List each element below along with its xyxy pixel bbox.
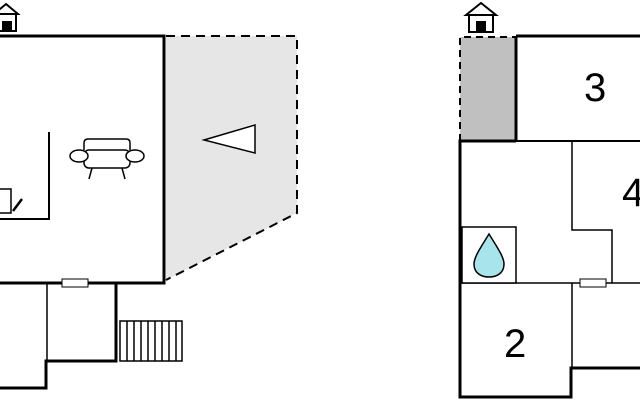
left-floor (0, 2, 298, 390)
stairs-icon (119, 320, 183, 362)
house-entrance-icon (0, 2, 21, 32)
sofa-icon (69, 138, 145, 180)
right-floor: 3 4 2 (458, 1, 640, 399)
terrace-area (166, 36, 297, 280)
shaft-area (460, 37, 516, 141)
terrace-direction-arrow-icon (201, 123, 256, 154)
window-icon (61, 278, 89, 288)
water-drop-icon (473, 232, 505, 278)
window-icon (579, 278, 607, 288)
room-label-3: 3 (584, 66, 606, 110)
room-label-4: 4 (622, 171, 640, 215)
right-outer-walls (458, 139, 640, 399)
desk-chair-icon (0, 188, 23, 214)
house-entrance-icon (463, 1, 499, 33)
room-label-2: 2 (504, 322, 526, 366)
inner-partition (0, 132, 50, 220)
terrace-outline (165, 35, 298, 281)
lower-annex-walls (0, 283, 118, 390)
room-4-partition (571, 141, 613, 283)
